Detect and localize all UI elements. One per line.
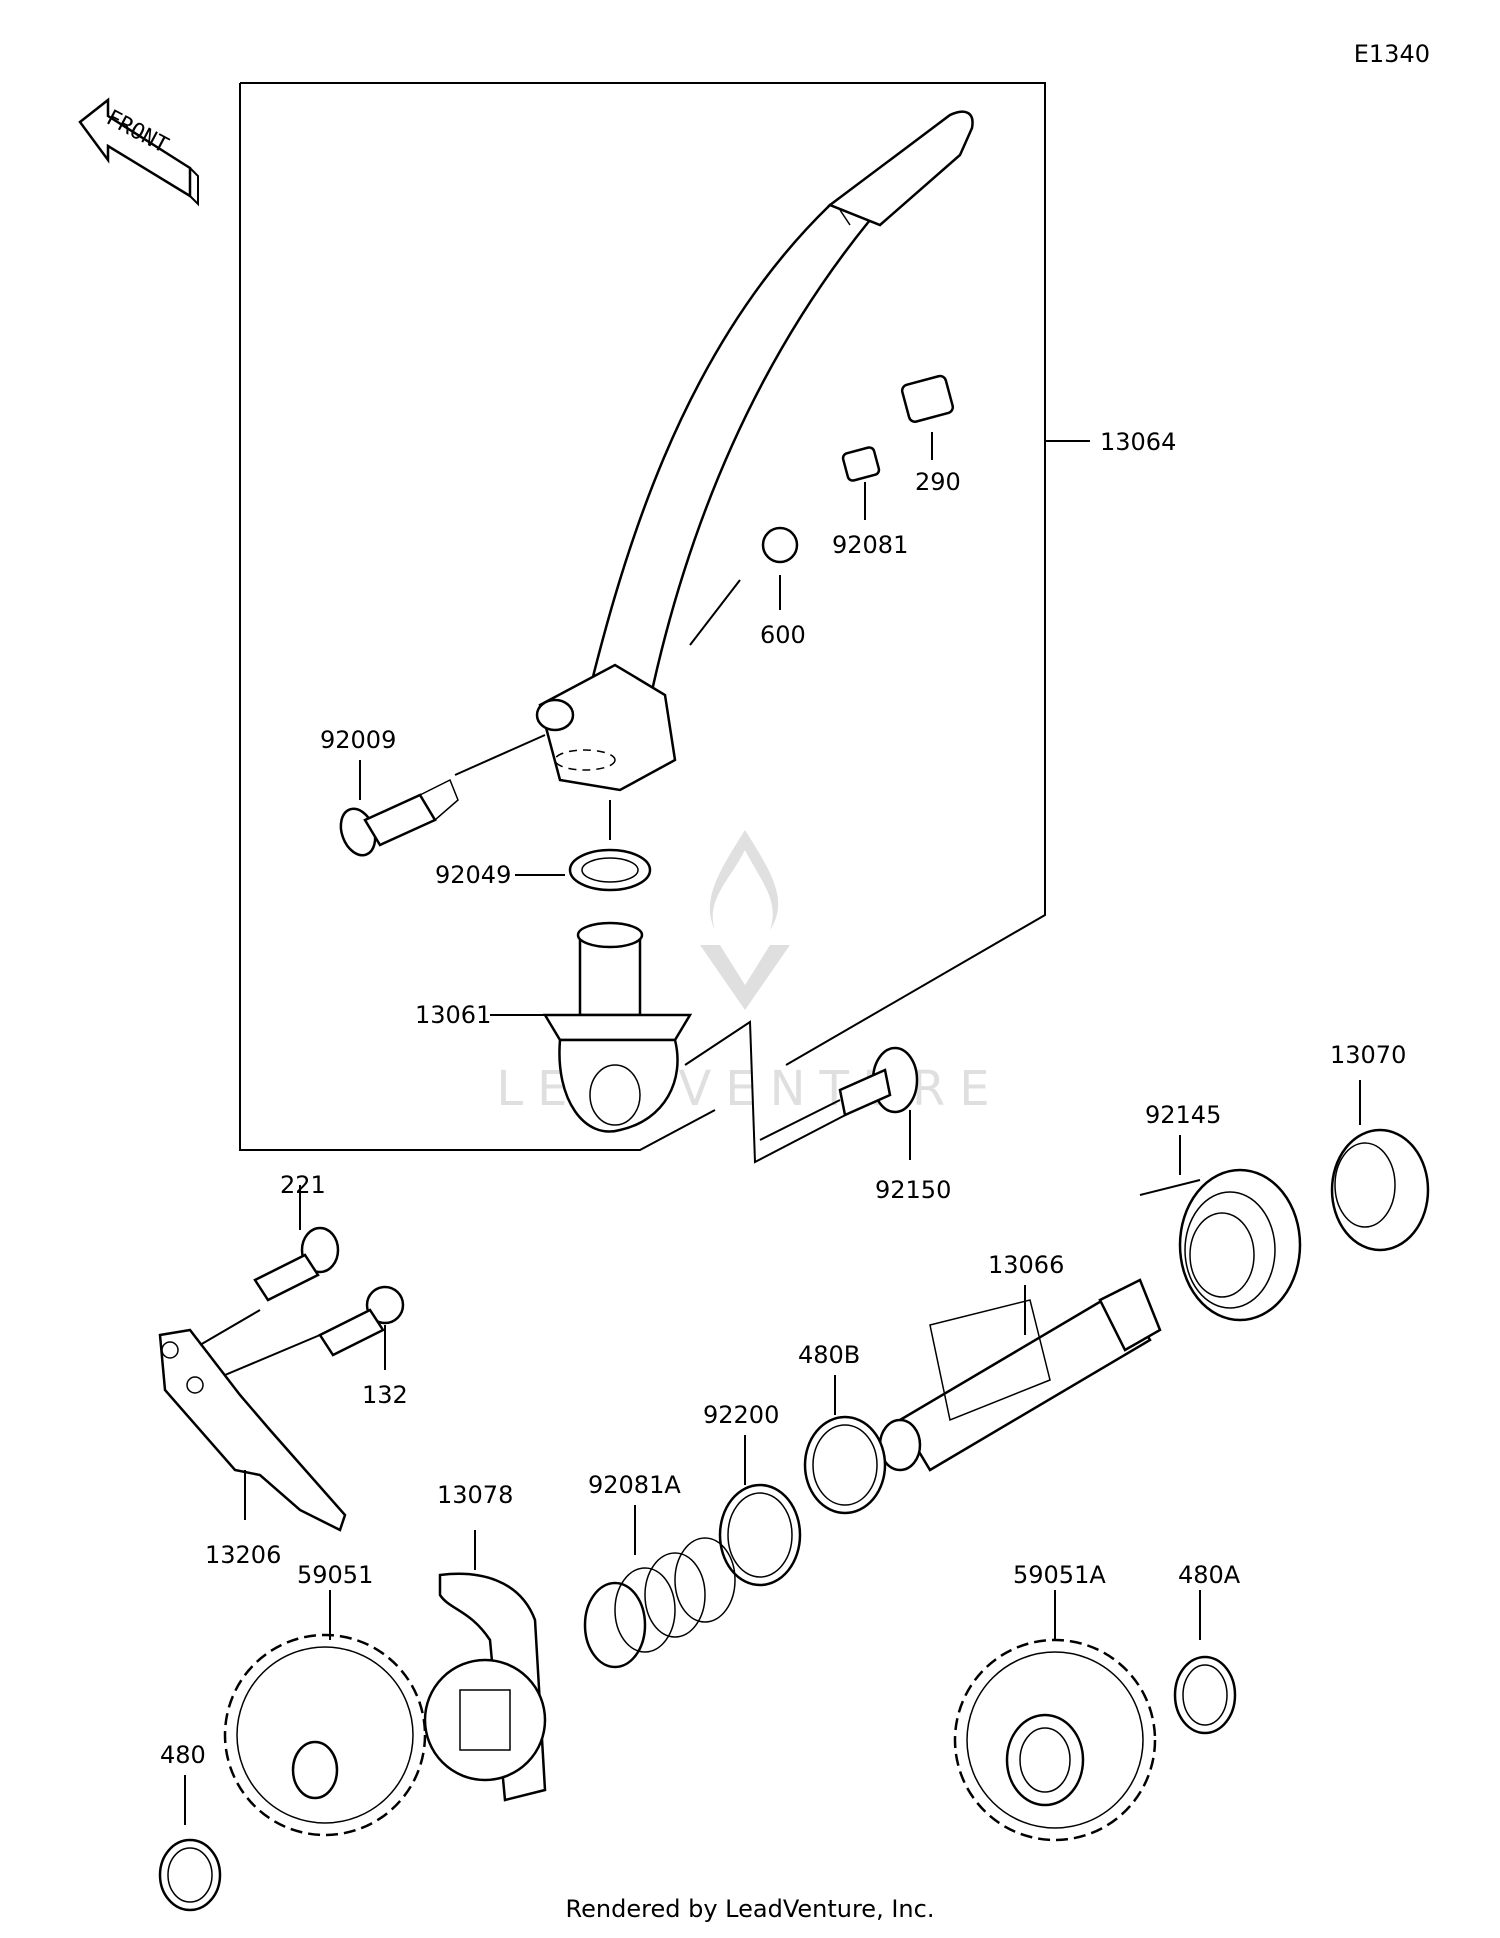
part-92081-icon [841,446,881,520]
label-221[interactable]: 221 [280,1171,326,1199]
part-221-icon [253,1185,340,1302]
label-480A[interactable]: 480A [1178,1561,1241,1589]
label-92200[interactable]: 92200 [703,1401,779,1429]
part-480-icon [158,1838,222,1912]
label-13066[interactable]: 13066 [988,1251,1064,1279]
label-480[interactable]: 480 [160,1741,206,1769]
part-92150-icon [759,1046,919,1160]
label-132[interactable]: 132 [362,1381,408,1409]
footer-credit: Rendered by LeadVenture, Inc. [565,1895,935,1923]
kick-lever [535,110,974,792]
part-480B-icon [803,1415,887,1515]
part-600-icon [761,526,799,564]
label-92009[interactable]: 92009 [320,726,396,754]
diagram-id: E1340 [1354,40,1430,68]
part-59051-icon [223,1590,427,1837]
label-600[interactable]: 600 [760,621,806,649]
label-290[interactable]: 290 [915,468,961,496]
label-92081A[interactable]: 92081A [588,1471,681,1499]
part-92009-icon [339,734,546,857]
part-13070-icon [1330,1080,1430,1252]
label-13064[interactable]: 13064 [1100,428,1176,456]
label-59051[interactable]: 59051 [297,1561,373,1589]
part-290-icon [900,374,955,460]
part-59051A-icon [953,1590,1157,1842]
part-480A-icon [1173,1655,1237,1735]
label-13078[interactable]: 13078 [437,1481,513,1509]
part-92081A-icon [583,1505,736,1669]
part-13206-icon [158,1309,347,1532]
label-13070[interactable]: 13070 [1330,1041,1406,1069]
part-13078-icon [423,1530,547,1802]
label-92145[interactable]: 92145 [1145,1101,1221,1129]
part-92200-icon [718,1483,802,1587]
label-13061[interactable]: 13061 [415,1001,491,1029]
front-arrow-icon: FRONT [78,97,199,207]
label-92049[interactable]: 92049 [435,861,511,889]
label-92150[interactable]: 92150 [875,1176,951,1204]
label-59051A[interactable]: 59051A [1013,1561,1106,1589]
label-13206[interactable]: 13206 [205,1541,281,1569]
label-480B[interactable]: 480B [798,1341,860,1369]
label-92081[interactable]: 92081 [832,531,908,559]
part-132-icon [318,1285,405,1370]
assembly-box [240,82,1046,1066]
part-92049-icon [568,848,652,892]
part-92145-icon [1139,1135,1302,1322]
part-13066-icon [878,1278,1162,1472]
part-13061-icon [490,921,693,1133]
